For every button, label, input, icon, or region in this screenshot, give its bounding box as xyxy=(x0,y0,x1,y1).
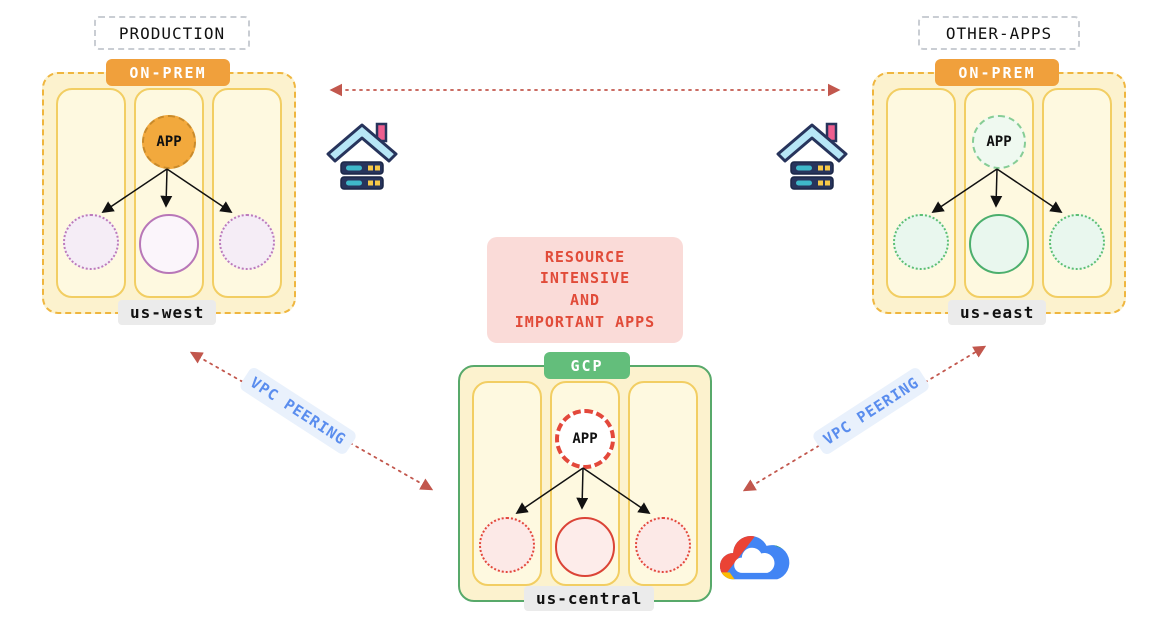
otherapps-onprem-cluster: APP xyxy=(872,72,1126,314)
google-cloud-logo xyxy=(719,535,790,580)
gcp-badge: GCP xyxy=(544,352,630,379)
service-node xyxy=(479,517,535,573)
onprem-badge-left: ON-PREM xyxy=(106,59,230,86)
app-node-production: APP xyxy=(142,115,196,169)
service-node xyxy=(969,214,1029,274)
service-node xyxy=(635,517,691,573)
service-node xyxy=(139,214,199,274)
onprem-badge-right: ON-PREM xyxy=(935,59,1059,86)
service-node xyxy=(63,214,119,270)
otherapps-title: OTHER-APPS xyxy=(918,16,1080,50)
gcp-cluster: APP xyxy=(458,365,712,602)
app-node-gcp: APP xyxy=(555,409,615,469)
note-line: INTENSIVE xyxy=(539,269,631,288)
production-title: PRODUCTION xyxy=(94,16,250,50)
resource-note: RESOURCE INTENSIVE AND IMPORTANT APPS xyxy=(487,237,683,343)
region-label-us-east: us-east xyxy=(948,300,1047,325)
region-label-us-central: us-central xyxy=(524,586,655,611)
service-node xyxy=(555,517,615,577)
service-node xyxy=(219,214,275,270)
service-node xyxy=(893,214,949,270)
vpc-peering-label-right: VPC PEERING xyxy=(811,365,932,457)
onprem-datacenter-icon xyxy=(776,122,848,190)
note-line: IMPORTANT APPS xyxy=(514,312,656,331)
vpc-peering-label-left: VPC PEERING xyxy=(238,365,359,457)
region-label-us-west: us-west xyxy=(118,300,217,325)
note-line: RESOURCE xyxy=(544,247,626,266)
app-node-otherapps: APP xyxy=(972,115,1026,169)
note-line: AND xyxy=(569,291,601,309)
production-onprem-cluster: APP xyxy=(42,72,296,314)
service-node xyxy=(1049,214,1105,270)
onprem-datacenter-icon xyxy=(326,122,398,190)
